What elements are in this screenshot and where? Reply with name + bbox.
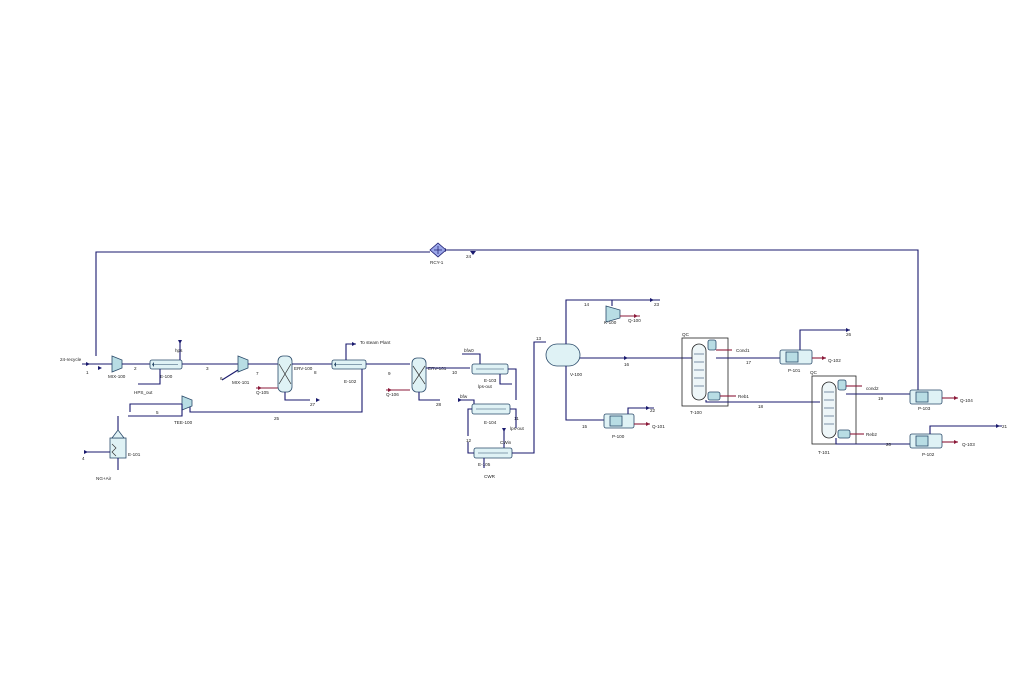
stream-8-label: 8	[314, 370, 317, 375]
pump-p102[interactable]	[909, 433, 943, 449]
stream-21-label: 21	[1002, 424, 1008, 429]
t101-label: T-101	[818, 450, 830, 455]
e104-label: E-104	[484, 420, 497, 425]
cwin-label: CWin	[500, 440, 512, 445]
feed-section: 24-recycle 1 MIX-100 2	[60, 355, 150, 379]
stream-6-label: 6	[220, 376, 223, 381]
ng-air-label: NG+Air	[96, 476, 112, 481]
hps-in-label: hps	[175, 348, 183, 353]
stream-15-label: 15	[582, 424, 588, 429]
heat-exchanger-e102[interactable]	[331, 359, 367, 370]
to-steam-plant-label: To steam Plant	[360, 340, 391, 345]
compressor-k100[interactable]	[605, 305, 621, 323]
pump-p101[interactable]	[779, 349, 813, 365]
pump-p100[interactable]	[603, 413, 635, 429]
p101-label: P-101	[788, 368, 801, 373]
cond2-label: cond2	[866, 386, 879, 391]
fired-heater-e101[interactable]	[109, 429, 127, 459]
heat-exchanger-e103[interactable]	[471, 363, 509, 375]
e102-label: E-102	[344, 379, 357, 384]
q103-label: Q-103	[962, 442, 975, 447]
reb1-label: Reb1	[738, 394, 749, 399]
stream-17-label: 17	[746, 360, 752, 365]
erv100-label: ERV-100	[294, 366, 313, 371]
stream-9-label: 9	[388, 371, 391, 376]
cwr-label: CWR	[484, 474, 496, 479]
stream-18-label: 18	[758, 404, 764, 409]
mixer-mix101[interactable]	[237, 355, 249, 373]
mix100-label: MIX-100	[108, 374, 126, 379]
pump-p103[interactable]	[909, 389, 943, 405]
stream-7-label: 7	[256, 371, 259, 376]
qc1-label: QC	[682, 332, 690, 337]
heat-exchanger-e100[interactable]	[149, 359, 183, 370]
heat-exchanger-e104[interactable]	[471, 403, 511, 415]
separator-v100[interactable]	[545, 343, 581, 367]
recycle-block-rcy1[interactable]	[429, 242, 447, 258]
cond1-label: Cond1	[736, 348, 750, 353]
stream-14-label: 14	[584, 302, 590, 307]
stream-25-label: 25	[274, 416, 280, 421]
stream-23-label: 23	[654, 302, 660, 307]
bfw0-label: bfw0	[464, 348, 474, 353]
bfw-label: bfw	[460, 394, 468, 399]
heat-exchanger-e105[interactable]	[473, 447, 513, 459]
stream-2-label: 2	[134, 366, 137, 371]
tee100-label: TEE-100	[174, 420, 193, 425]
stream-4-label: 4	[82, 456, 85, 461]
recycle-loop: RCY-1 24	[95, 242, 919, 400]
stream-19-label: 19	[878, 396, 884, 401]
stream-11-label: 11	[514, 416, 519, 421]
e100-label: E-100	[160, 374, 173, 379]
p100-label: P-100	[612, 434, 625, 439]
hps-out-label: HPS_out	[134, 390, 153, 395]
tee-tee100[interactable]	[181, 395, 193, 411]
stream-20-label: 20	[886, 442, 892, 447]
stream-10-label: 10	[452, 370, 458, 375]
stream-28-label: 28	[436, 402, 442, 407]
q104-label: Q-104	[960, 398, 973, 403]
stream-27-label: 27	[310, 402, 316, 407]
k100-label: K-100	[604, 320, 617, 325]
stream-26-label: 26	[846, 332, 852, 337]
q100-label: Q-100	[628, 318, 641, 323]
reactor-erv100[interactable]	[277, 355, 293, 393]
e101-label: E-101	[128, 452, 141, 457]
stream-1-label: 1	[86, 370, 89, 375]
q105-label: Q-105	[256, 390, 269, 395]
lps-out-2-label: lps-out	[510, 426, 525, 431]
recycle-label: RCY-1	[430, 260, 444, 265]
mixer-mix100[interactable]	[111, 355, 123, 373]
column-t101[interactable]	[811, 375, 857, 445]
stream-16-label: 16	[624, 362, 630, 367]
qc2-label: QC	[810, 370, 818, 375]
p102-label: P-102	[922, 452, 935, 457]
lps-out-label: lps-out	[478, 384, 493, 389]
reactor-erv101[interactable]	[411, 357, 427, 393]
stream-13-label: 13	[536, 336, 542, 341]
v100-label: V-100	[570, 372, 582, 377]
q101-label: Q-101	[652, 424, 665, 429]
q106-label: Q-106	[386, 392, 399, 397]
reb2-label: Reb2	[866, 432, 877, 437]
stream-12-label: 12	[466, 438, 472, 443]
t100-label: T-100	[690, 410, 702, 415]
e103-label: E-103	[484, 378, 497, 383]
q102-label: Q-102	[828, 358, 841, 363]
stream-24-recycle-label: 24-recycle	[60, 357, 82, 362]
stream-3-label: 3	[206, 366, 209, 371]
stream-22-label: 22	[650, 408, 656, 413]
p103-label: P-103	[918, 406, 931, 411]
stream-24-label: 24	[466, 254, 472, 259]
mix101-label: MIX-101	[232, 380, 250, 385]
stream-5-label: 5	[156, 410, 159, 415]
column-t100[interactable]	[681, 337, 729, 407]
